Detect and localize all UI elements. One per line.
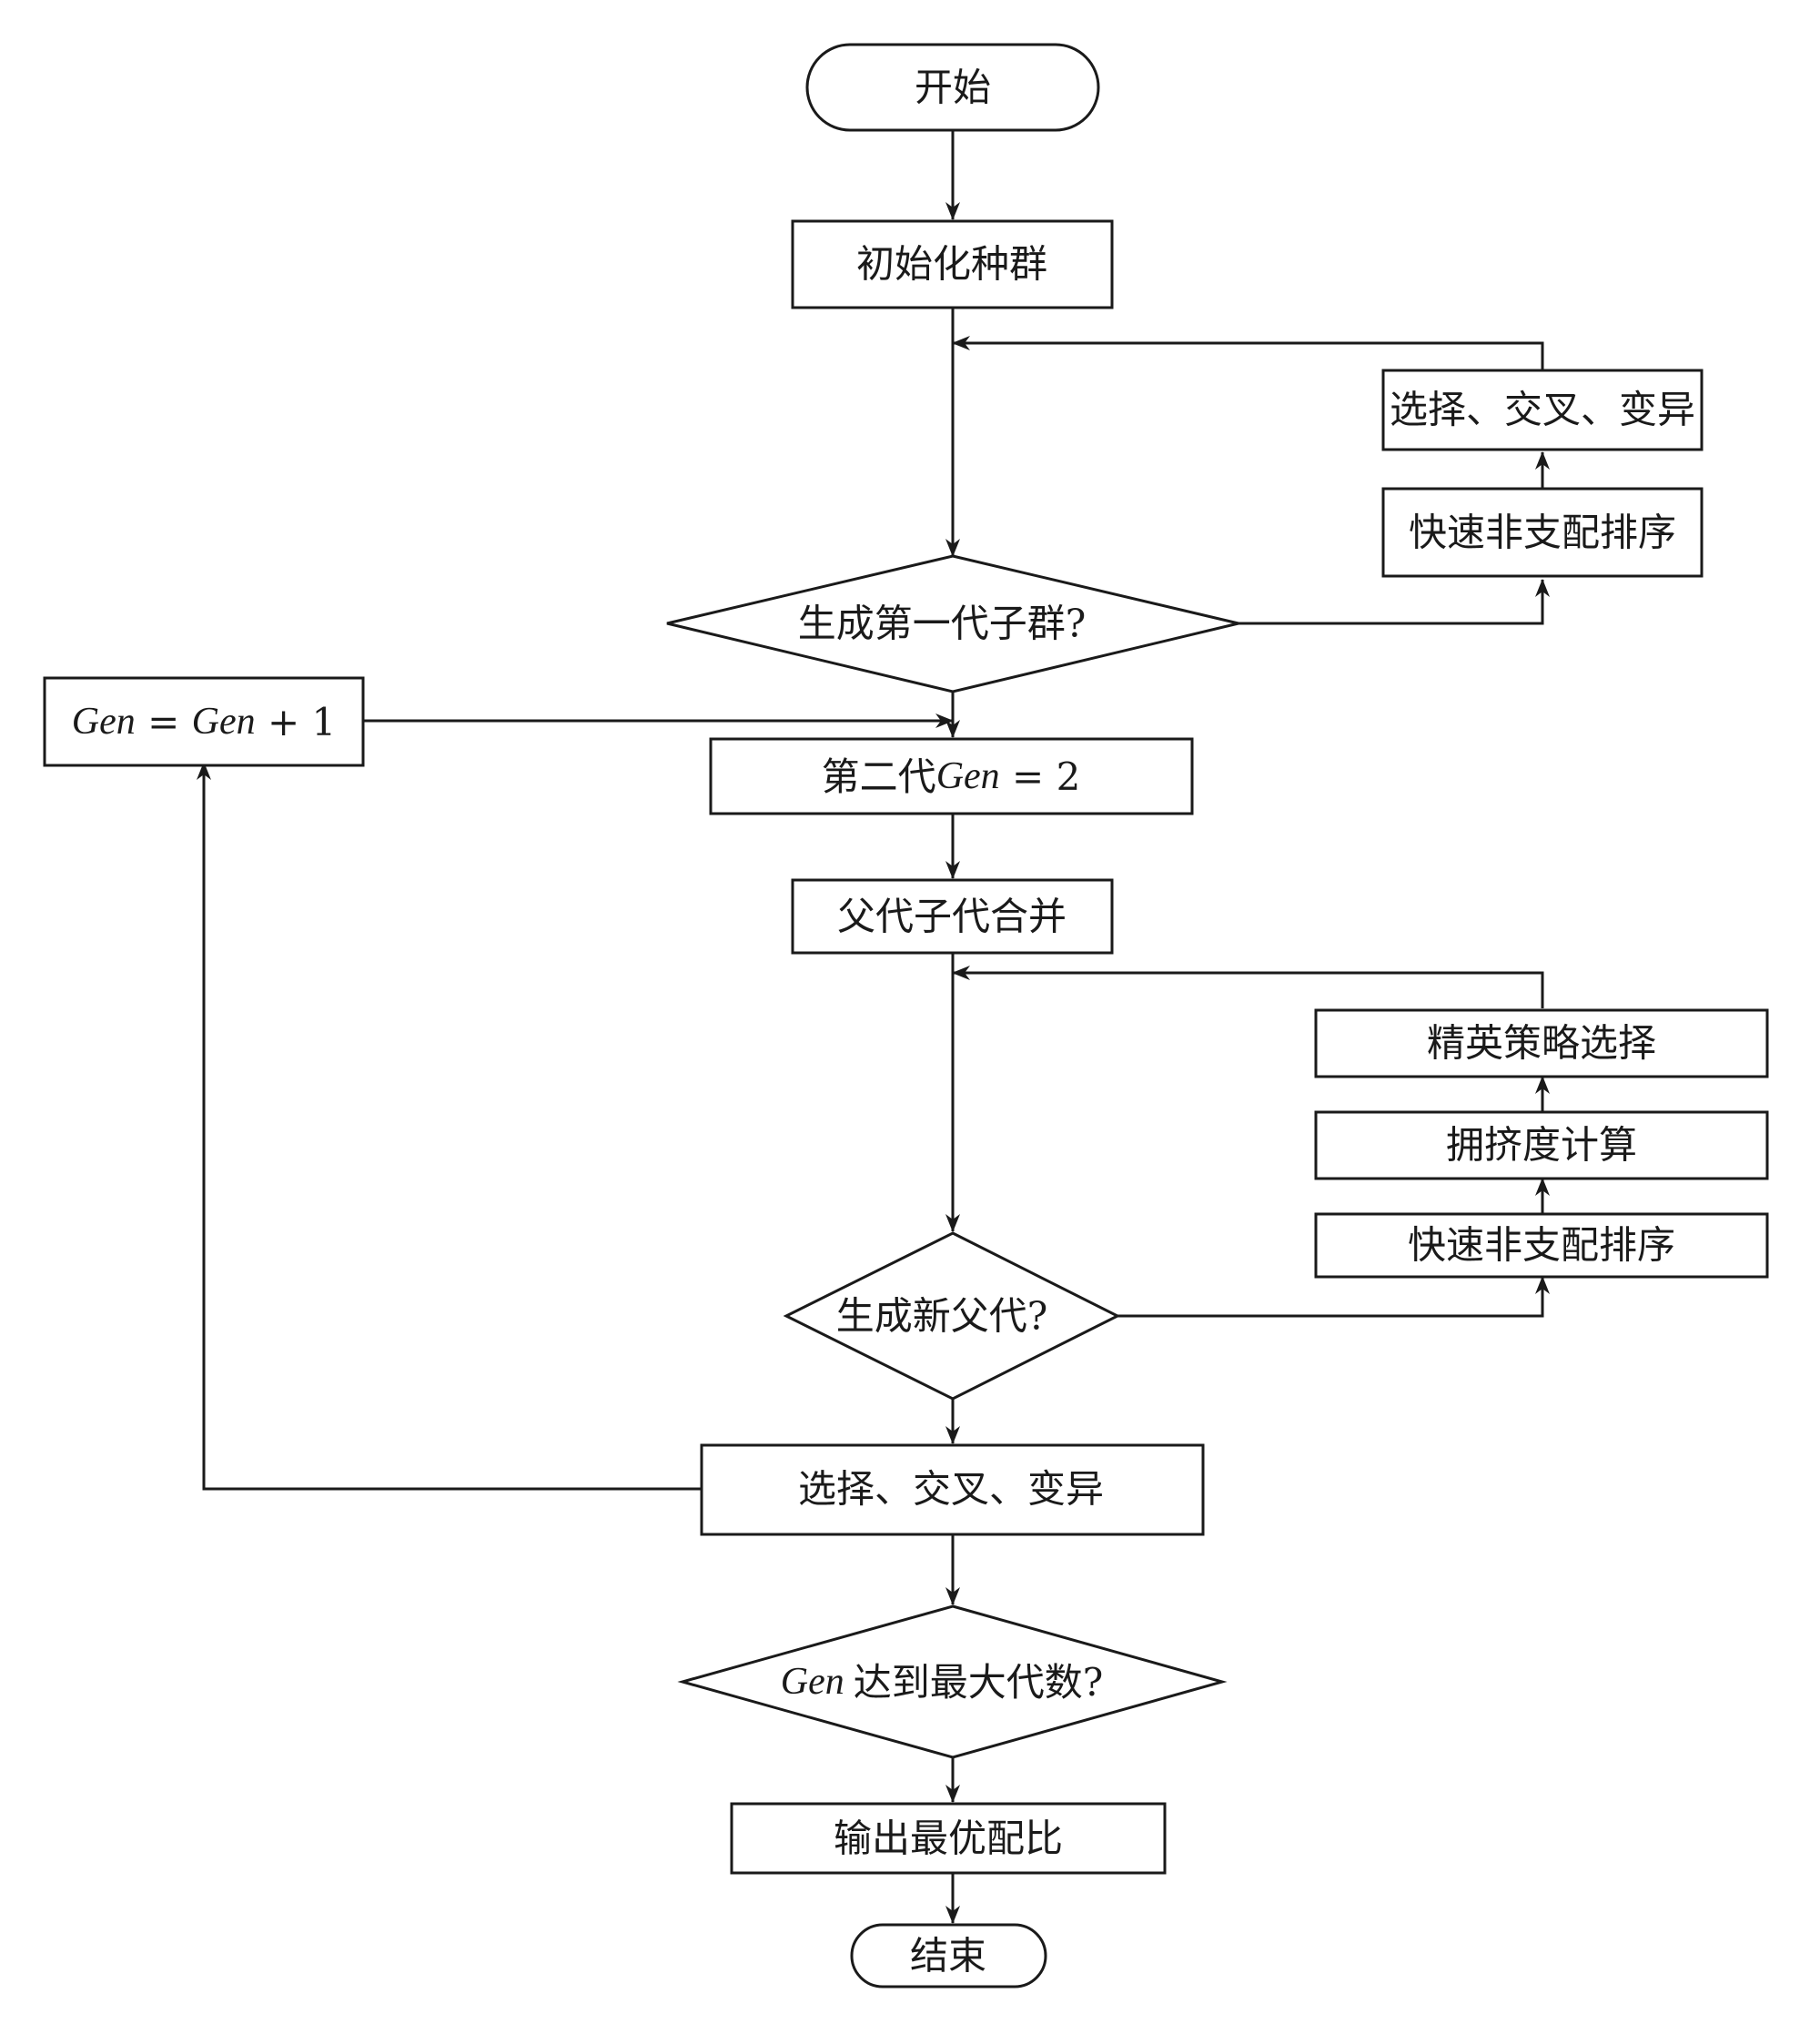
second-var: Gen	[936, 755, 1000, 797]
first-gen-decision: 生成第一代子群?	[666, 554, 1239, 693]
first-gen-diamond	[666, 554, 1239, 693]
elite-label: 精英策略选择	[1427, 1021, 1656, 1066]
start-label: 开始	[915, 66, 991, 110]
init-node: 初始化种群	[791, 219, 1114, 309]
end-node: 结束	[850, 1923, 1047, 1988]
edge-new-parent-nds2	[1117, 1276, 1550, 1318]
output-box	[730, 1802, 1167, 1875]
gen-inc-one: 1	[312, 700, 337, 744]
second-prefix: 第二代	[822, 754, 936, 799]
gen-inc-node: Gen = Gen + 1	[43, 676, 365, 767]
output-label: 输出最优配比	[834, 1816, 1063, 1861]
merge-node: 父代子代合并	[791, 878, 1114, 955]
max-gen-diamond	[677, 1604, 1228, 1759]
start-node: 开始	[805, 43, 1100, 132]
nds2-label: 快速非支配排序	[1408, 1223, 1675, 1268]
sel2-node: 选择、交叉、变异	[700, 1443, 1205, 1536]
sel1-node: 选择、交叉、变异	[1381, 369, 1704, 451]
edge-sel1-loop	[952, 336, 1544, 370]
end-terminal	[850, 1923, 1047, 1988]
second-two: 2	[1057, 754, 1081, 799]
end-label: 结束	[910, 1934, 986, 1978]
init-label: 初始化种群	[856, 242, 1047, 287]
max-gen-var: Gen	[781, 1661, 844, 1703]
edges	[197, 130, 1550, 1924]
new-parent-diamond	[783, 1231, 1121, 1401]
sel2-label: 选择、交叉、变异	[798, 1467, 1104, 1512]
init-box	[791, 219, 1114, 309]
second-equals: =	[1000, 754, 1057, 799]
gen-inc-formula: Gen = Gen + 1	[72, 700, 337, 744]
first-gen-label: 生成第一代子群?	[798, 602, 1087, 646]
sel2-box	[700, 1443, 1205, 1536]
sel1-label: 选择、交叉、变异	[1390, 388, 1695, 432]
second-formula: 第二代Gen = 2	[822, 754, 1081, 799]
nds1-label: 快速非支配排序	[1409, 511, 1676, 555]
merge-box	[791, 878, 1114, 955]
gen-inc-equals: =	[136, 700, 192, 744]
nds2-box	[1314, 1212, 1769, 1279]
crowd-label: 拥挤度计算	[1446, 1123, 1637, 1168]
edge-elite-loop	[952, 966, 1544, 1008]
output-node: 输出最优配比	[730, 1802, 1167, 1875]
gen-inc-box	[43, 676, 365, 767]
sel1-box	[1381, 369, 1704, 451]
nds1-box	[1381, 487, 1704, 578]
crowd-box	[1314, 1110, 1769, 1180]
crowd-node: 拥挤度计算	[1314, 1110, 1769, 1180]
new-parent-label: 生成新父代?	[836, 1294, 1048, 1339]
gen-inc-var-b: Gen	[192, 701, 256, 743]
merge-label: 父代子代合并	[837, 895, 1067, 939]
max-gen-suffix: 达到最大代数?	[854, 1660, 1104, 1705]
start-terminal	[805, 43, 1100, 132]
nds2-node: 快速非支配排序	[1314, 1212, 1769, 1279]
gen-inc-plus: +	[256, 700, 312, 744]
gen-inc-var-a: Gen	[72, 701, 136, 743]
new-parent-decision: 生成新父代?	[783, 1231, 1121, 1401]
elite-box	[1314, 1008, 1769, 1078]
edge-sel2-gen-inc	[197, 762, 702, 1491]
elite-node: 精英策略选择	[1314, 1008, 1769, 1078]
second-box	[709, 737, 1194, 815]
nds1-node: 快速非支配排序	[1381, 487, 1704, 578]
edge-first-gen-nds1	[1239, 579, 1550, 625]
second-node: 第二代Gen = 2	[709, 737, 1194, 815]
